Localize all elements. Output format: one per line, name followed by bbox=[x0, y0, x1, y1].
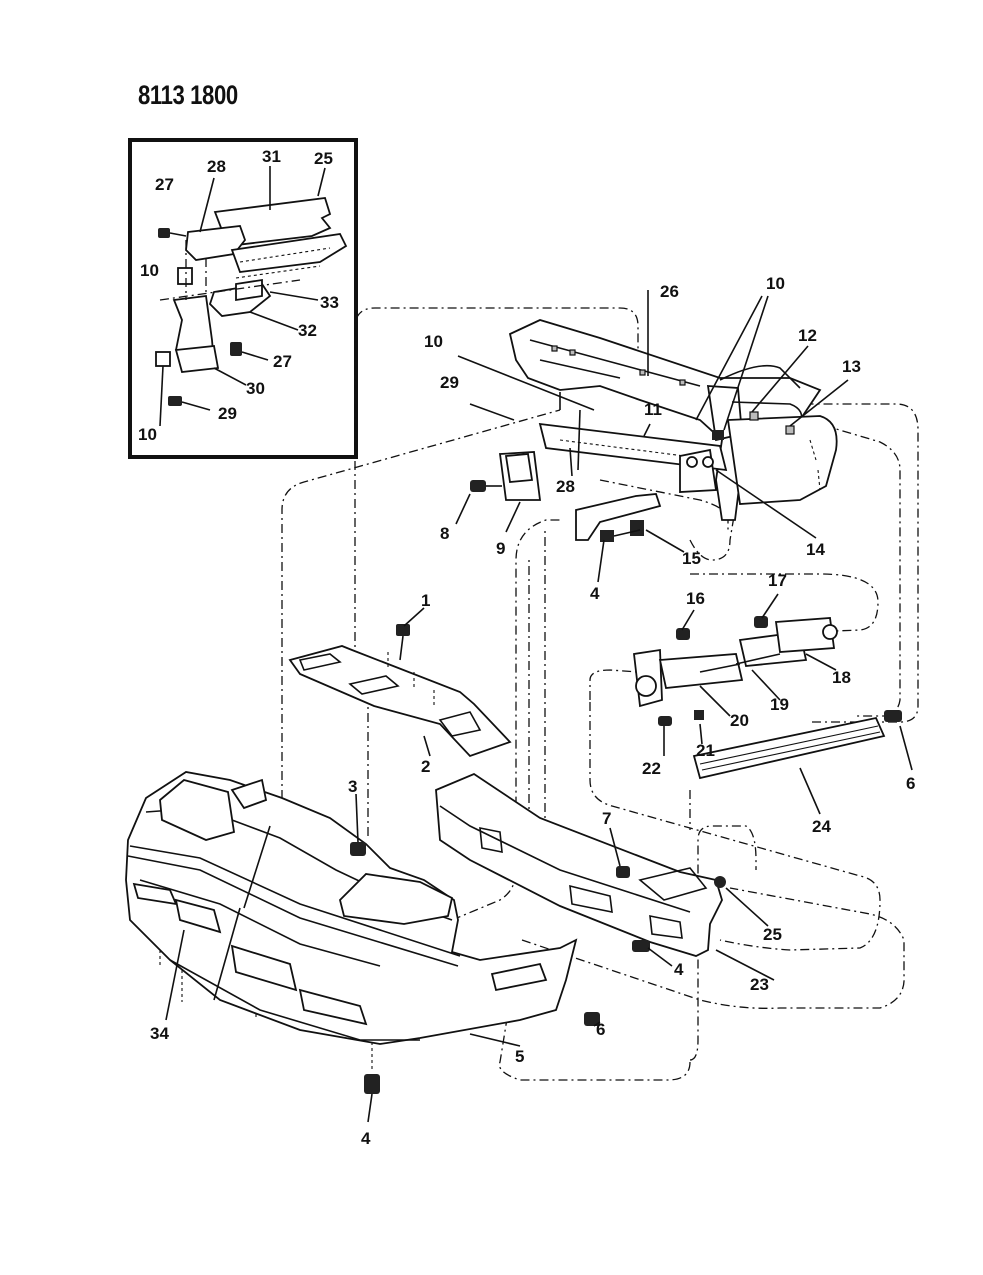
bracket-9 bbox=[470, 451, 542, 501]
callout-inset-10a: 10 bbox=[140, 261, 159, 280]
diagram-code: 8113 1800 bbox=[138, 80, 238, 110]
callout-15: 15 bbox=[682, 549, 701, 568]
reinforcement-bar-23 bbox=[435, 772, 726, 957]
shield-plate-2 bbox=[288, 624, 512, 758]
callout-29: 29 bbox=[440, 373, 459, 392]
callout-10-left: 10 bbox=[424, 332, 443, 351]
callout-inset-27b: 27 bbox=[273, 352, 292, 371]
callout-inset-27a: 27 bbox=[155, 175, 174, 194]
trim-strip-24 bbox=[692, 710, 902, 780]
callout-2: 2 bbox=[421, 757, 431, 776]
callout-13: 13 bbox=[842, 357, 861, 376]
callout-leaders bbox=[165, 290, 913, 1123]
callout-inset-32: 32 bbox=[298, 321, 317, 340]
callout-inset-25: 25 bbox=[314, 149, 333, 168]
callout-34: 34 bbox=[150, 1024, 169, 1043]
callout-inset-33: 33 bbox=[320, 293, 339, 312]
callout-4-bottom: 4 bbox=[361, 1129, 371, 1148]
callout-inset-29: 29 bbox=[218, 404, 237, 423]
callout-3: 3 bbox=[348, 777, 358, 796]
callout-18: 18 bbox=[832, 668, 851, 687]
callout-12: 12 bbox=[798, 326, 817, 345]
callout-23: 23 bbox=[750, 975, 769, 994]
callout-8: 8 bbox=[440, 524, 450, 543]
callout-4-upper: 4 bbox=[590, 584, 600, 603]
callout-1: 1 bbox=[421, 591, 431, 610]
callout-inset-31: 31 bbox=[262, 147, 281, 166]
energy-absorber bbox=[633, 616, 838, 726]
inset-detail bbox=[128, 138, 358, 459]
callout-11: 11 bbox=[644, 400, 662, 419]
callout-inset-28: 28 bbox=[207, 157, 226, 176]
callout-inset-30: 30 bbox=[246, 379, 265, 398]
callout-25: 25 bbox=[763, 925, 782, 944]
callout-5: 5 bbox=[515, 1047, 525, 1066]
callout-14: 14 bbox=[806, 540, 825, 559]
callout-22: 22 bbox=[642, 759, 661, 778]
callout-26: 26 bbox=[660, 282, 679, 301]
callout-inset-10b: 10 bbox=[138, 425, 157, 444]
callout-6-right: 6 bbox=[906, 774, 916, 793]
front-fascia bbox=[125, 771, 600, 1094]
bracket-15 bbox=[575, 493, 662, 542]
callout-17: 17 bbox=[768, 571, 787, 590]
callout-10-right: 10 bbox=[766, 274, 785, 293]
callout-7: 7 bbox=[602, 809, 612, 828]
callout-21: 21 bbox=[696, 741, 715, 760]
callout-4-middle: 4 bbox=[674, 960, 684, 979]
callout-24: 24 bbox=[812, 817, 831, 836]
callout-28: 28 bbox=[556, 477, 575, 496]
callout-19: 19 bbox=[770, 695, 789, 714]
callout-9: 9 bbox=[496, 539, 506, 558]
callout-20: 20 bbox=[730, 711, 749, 730]
routing-lines bbox=[159, 307, 919, 1081]
callout-6-lower: 6 bbox=[596, 1020, 606, 1039]
callout-16: 16 bbox=[686, 589, 705, 608]
bracket-14 bbox=[679, 411, 795, 493]
radiator-support bbox=[508, 319, 838, 521]
